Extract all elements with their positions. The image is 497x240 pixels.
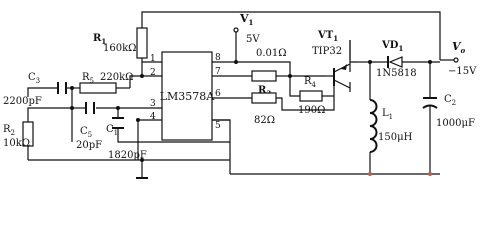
resistor-r3-001: 0.01Ω R3 xyxy=(251,48,287,98)
vo-ref: V xyxy=(452,40,462,53)
pin-1: 1 xyxy=(150,54,156,64)
r1-sub: 1 xyxy=(101,37,106,46)
schematic: LM3578A 1 2 3 4 5 6 7 8 R1 160kΩ R2 10kΩ… xyxy=(3,11,477,179)
svg-text:R5: R5 xyxy=(82,72,94,85)
r2-ref: R xyxy=(3,124,11,135)
c3-ref: C xyxy=(28,72,36,83)
r4-sub: 4 xyxy=(312,81,317,89)
vd1-ref: VD xyxy=(381,40,399,51)
svg-text:L1: L1 xyxy=(382,108,393,121)
vo-sub: o xyxy=(461,46,466,55)
r5-value: 220kΩ xyxy=(100,72,133,83)
resistor-r1: R1 160kΩ xyxy=(93,27,148,59)
svg-text:V1: V1 xyxy=(239,12,254,27)
r4-value: 190Ω xyxy=(298,105,325,116)
svg-text:Vo: Vo xyxy=(452,40,466,55)
c5-value: 20pF xyxy=(76,140,102,151)
svg-text:C5: C5 xyxy=(80,126,92,139)
resistor-r5: R5 220kΩ xyxy=(79,72,133,94)
l1-value: 150μH xyxy=(378,132,413,143)
vt1-sub: 1 xyxy=(333,34,338,43)
svg-text:R1: R1 xyxy=(93,33,106,46)
svg-text:C2: C2 xyxy=(444,94,456,107)
vt1-value: TIP32 xyxy=(312,46,342,57)
svg-text:C3: C3 xyxy=(28,72,40,85)
capacitor-c5: C5 20pF xyxy=(76,102,102,151)
l1-sub: 1 xyxy=(389,113,393,121)
output-vo: Vo −15V xyxy=(448,40,477,77)
c5-ref: C xyxy=(80,126,88,137)
svg-text:VT1: VT1 xyxy=(317,30,338,43)
pin-3: 3 xyxy=(150,99,156,109)
r1-value: 160kΩ xyxy=(103,43,136,54)
c1-sub: 1 xyxy=(114,129,118,137)
pin-6: 6 xyxy=(215,89,221,99)
c1-ref: C xyxy=(106,124,114,135)
capacitor-c1: C1 1820pF xyxy=(106,117,147,161)
inductor-l1: L1 150μH xyxy=(369,99,413,153)
c3-sub: 3 xyxy=(36,77,40,85)
svg-text:R2: R2 xyxy=(3,124,15,137)
capacitor-c3: C3 2200pF xyxy=(3,72,67,107)
c2-ref: C xyxy=(444,94,452,105)
pin-2: 2 xyxy=(150,68,156,78)
c2-value: 1000μF xyxy=(436,118,475,129)
supply-v1: V1 5V xyxy=(233,12,260,45)
pin-8: 8 xyxy=(215,53,221,63)
capacitor-c2: C2 1000μF xyxy=(422,94,475,129)
diode-vd1: VD1 1N5818 xyxy=(376,40,417,79)
r3a-ref: R xyxy=(258,85,267,96)
c2-sub: 2 xyxy=(452,99,456,107)
resistor-r3-82: 82Ω xyxy=(251,92,277,126)
r3a-value: 0.01Ω xyxy=(256,48,287,59)
junctions xyxy=(70,60,432,176)
vo-value: −15V xyxy=(448,66,477,77)
resistor-r2: R2 10kΩ xyxy=(3,121,34,149)
r2-sub: 2 xyxy=(11,129,15,137)
v1-ref: V xyxy=(239,12,249,25)
c1-value: 1820pF xyxy=(108,150,147,161)
svg-text:VD1: VD1 xyxy=(381,40,403,53)
r4-ref: R xyxy=(304,76,312,87)
l1-ref: L xyxy=(382,108,389,119)
r2-value: 10kΩ xyxy=(3,138,30,149)
r1-ref: R xyxy=(93,33,102,44)
svg-text:R4: R4 xyxy=(304,76,317,89)
r5-sub: 5 xyxy=(90,77,94,85)
resistor-r4: R4 190Ω xyxy=(298,76,325,116)
pin-4: 4 xyxy=(150,112,156,122)
r5-ref: R xyxy=(82,72,90,83)
v1-value: 5V xyxy=(246,34,260,45)
transistor-vt1: VT1 TIP32 xyxy=(312,30,351,89)
vd1-value: 1N5818 xyxy=(376,68,417,79)
circuit-diagram: LM3578A 1 2 3 4 5 6 7 8 R1 160kΩ R2 10kΩ… xyxy=(3,11,477,179)
r3b-value: 82Ω xyxy=(254,115,275,126)
v1-sub: 1 xyxy=(249,18,254,27)
ic-lm3578a: LM3578A 1 2 3 4 5 6 7 8 xyxy=(150,51,221,141)
svg-text:C1: C1 xyxy=(106,124,118,137)
vd1-sub: 1 xyxy=(398,44,403,53)
c3-value: 2200pF xyxy=(3,96,42,107)
pin-7: 7 xyxy=(215,67,221,77)
c5-sub: 5 xyxy=(88,131,92,139)
vt1-ref: VT xyxy=(317,30,334,41)
wires xyxy=(27,11,455,179)
ic-name: LM3578A xyxy=(160,90,216,103)
pin-5: 5 xyxy=(215,121,221,131)
